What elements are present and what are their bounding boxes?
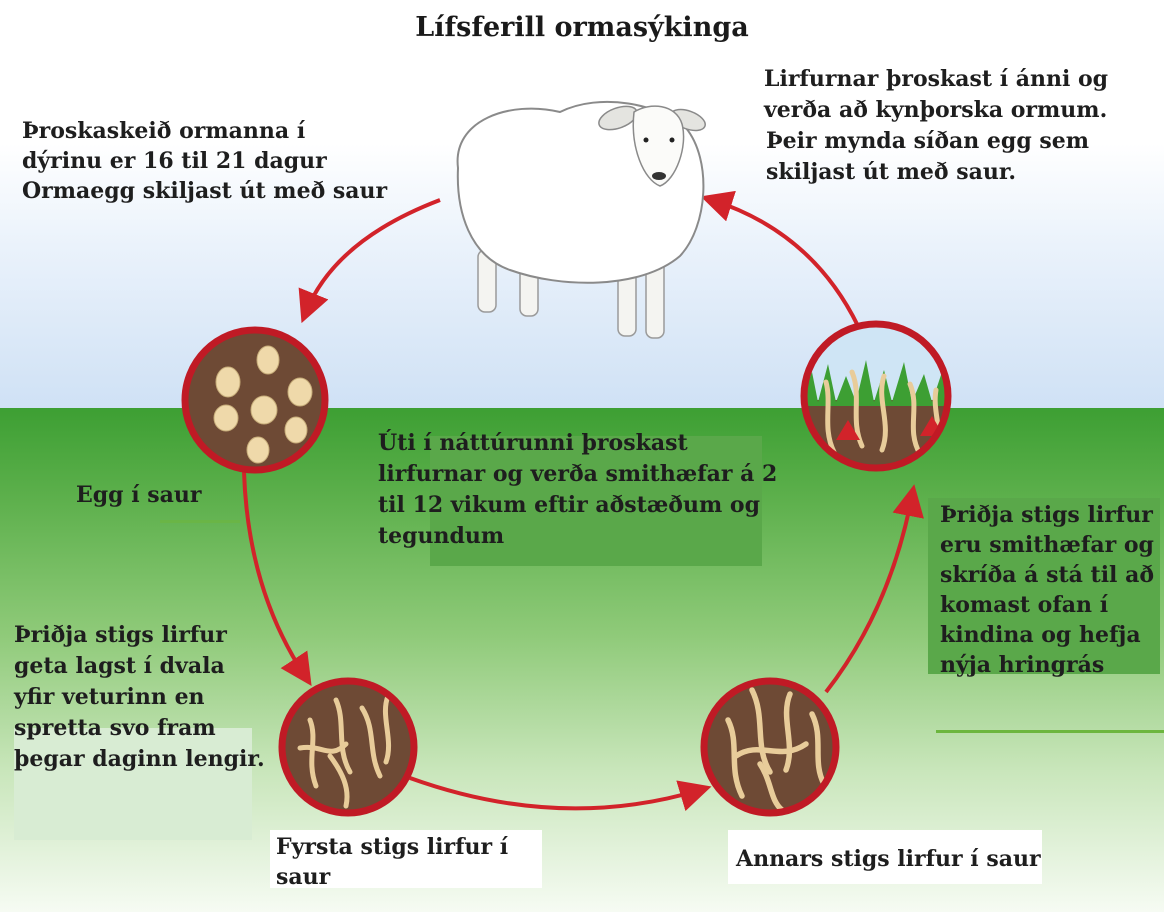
label-line: dýrinu er 16 til 21 dagur xyxy=(22,146,387,176)
label-line: kindina og hefja xyxy=(940,620,1154,650)
label-line: Þriðja stigs lirfur xyxy=(940,500,1154,530)
label-line: Lirfurnar þroskast í ánni og xyxy=(764,64,1108,95)
label-eggs: Egg í saur xyxy=(76,480,201,510)
label-right: Þriðja stigs lirfur eru smithæfar og skr… xyxy=(940,500,1154,680)
label-line: verða að kynþorska ormum. xyxy=(764,95,1108,126)
label-left: Þriðja stigs lirfur geta lagst í dvala y… xyxy=(14,620,265,775)
label-second-stage: Annars stigs lirfur í saur xyxy=(736,844,1041,874)
diagram-title: Lífsferill ormasýkinga xyxy=(0,12,1164,43)
label-top-right: Lirfurnar þroskast í ánni og verða að ky… xyxy=(764,64,1108,188)
eggs-in-dung xyxy=(185,330,325,470)
label-center: Úti í náttúrunni þroskast lirfurnar og v… xyxy=(378,428,777,552)
label-line: Úti í náttúrunni þroskast xyxy=(378,428,777,459)
label-line: Fyrsta stigs lirfur í xyxy=(276,832,508,862)
first-stage-larvae xyxy=(282,681,414,813)
label-line: Þroskaskeið ormanna í xyxy=(22,116,387,146)
label-line: spretta svo fram xyxy=(14,713,265,744)
label-line: nýja hringrás xyxy=(940,650,1154,680)
label-line: geta lagst í dvala xyxy=(14,651,265,682)
label-line: Þriðja stigs lirfur xyxy=(14,620,265,651)
sheep-illustration xyxy=(458,102,708,338)
label-first-stage: Fyrsta stigs lirfur í saur xyxy=(276,832,508,892)
label-line: Þeir mynda síðan egg sem xyxy=(764,126,1108,157)
arrow-sheep-to-eggs xyxy=(306,200,440,312)
label-line: skiljast út með saur. xyxy=(764,157,1108,188)
label-line: yfir veturinn en xyxy=(14,682,265,713)
label-line: til 12 vikum eftir aðstæðum og xyxy=(378,490,777,521)
label-line: tegundum xyxy=(378,521,777,552)
third-stage-larvae-on-grass xyxy=(800,324,960,480)
label-line: saur xyxy=(276,862,508,892)
label-line: eru smithæfar og xyxy=(940,530,1154,560)
label-line: komast ofan í xyxy=(940,590,1154,620)
arrow-first-to-second-stage xyxy=(410,778,700,808)
label-line: lirfurnar og verða smithæfar á 2 xyxy=(378,459,777,490)
label-line: Ormaegg skiljast út með saur xyxy=(22,176,387,206)
label-line: skríða á stá til að xyxy=(940,560,1154,590)
label-line: þegar daginn lengir. xyxy=(14,744,265,775)
arrow-second-to-third-stage xyxy=(826,496,912,692)
second-stage-larvae xyxy=(704,681,836,813)
arrow-third-stage-to-sheep xyxy=(712,200,858,326)
label-top-left: Þroskaskeið ormanna í dýrinu er 16 til 2… xyxy=(22,116,387,206)
